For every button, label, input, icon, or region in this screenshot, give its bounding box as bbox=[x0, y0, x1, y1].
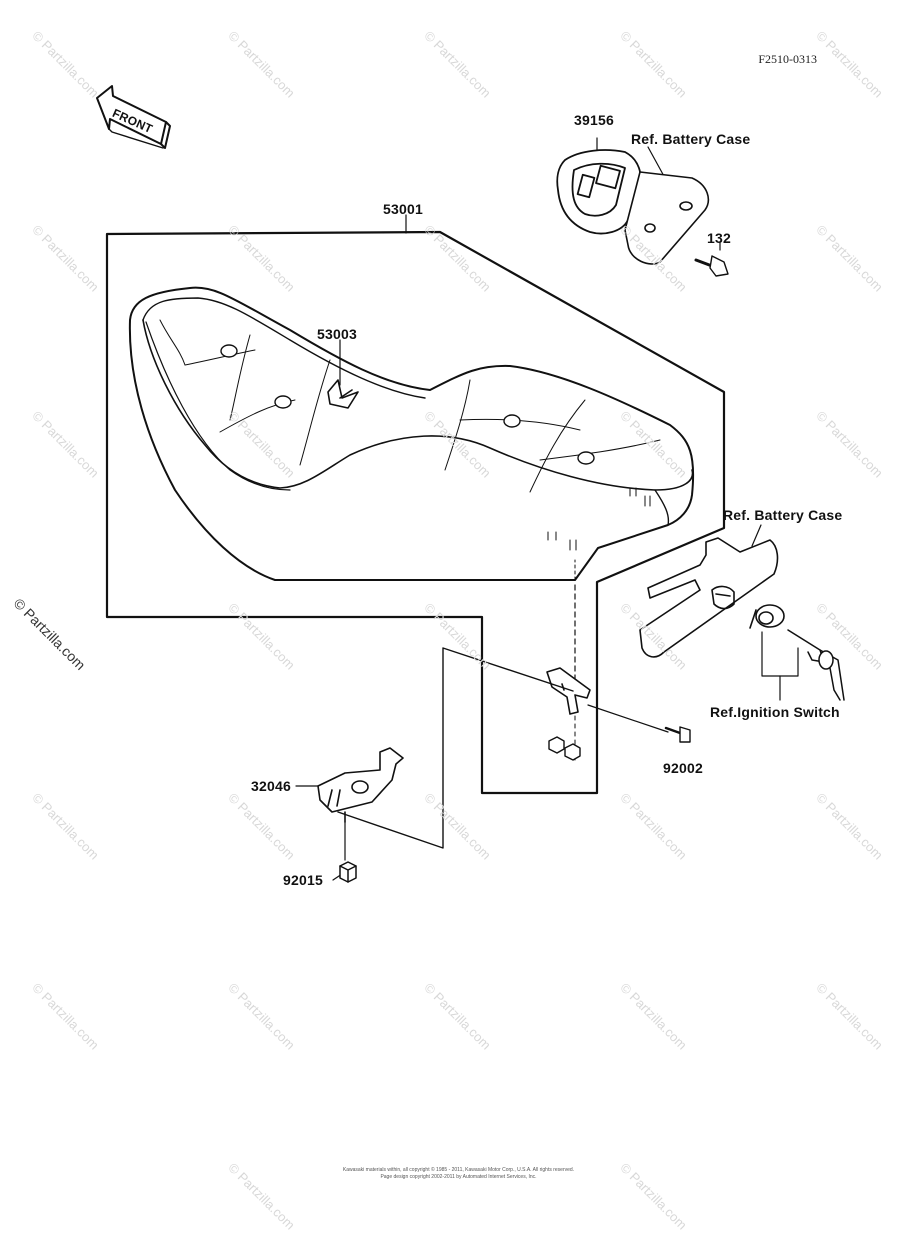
rear-bracket bbox=[546, 667, 591, 715]
part-label-53001: 53001 bbox=[383, 201, 423, 217]
seat-body bbox=[128, 286, 695, 581]
figure-code: F2510-0313 bbox=[758, 52, 817, 66]
copyright-line: Page design copyright 2002-2011 by Autom… bbox=[380, 1174, 537, 1180]
ref-battery-case-right-label: Ref. Battery Case bbox=[723, 507, 843, 523]
part-label-92015: 92015 bbox=[283, 872, 323, 888]
part-label-132: 132 bbox=[707, 230, 731, 246]
copyright-line: Kawasaki materials within, all copyright… bbox=[342, 1167, 575, 1173]
seat-buttons bbox=[220, 344, 595, 465]
diagram-drawing bbox=[96, 85, 845, 883]
bolt-132-icon bbox=[694, 255, 729, 277]
parts-diagram: © Partzilla.com © Partzilla.com © Partzi… bbox=[0, 28, 917, 1233]
part-label-32046: 32046 bbox=[251, 778, 291, 794]
bolt-92002-icon bbox=[664, 726, 691, 743]
battery-case-cover-right bbox=[639, 537, 779, 658]
ref-ignition-switch-label: Ref.Ignition Switch bbox=[710, 704, 840, 720]
rear-nuts bbox=[548, 736, 581, 761]
seat-emblem-icon bbox=[327, 379, 359, 409]
battery-cap-39156 bbox=[556, 149, 642, 235]
part-label-39156: 39156 bbox=[574, 112, 614, 128]
copyright-notice: Kawasaki materials within, all copyright… bbox=[0, 1167, 917, 1181]
ignition-switch-icon bbox=[749, 604, 785, 629]
ref-battery-case-top-label: Ref. Battery Case bbox=[631, 131, 751, 147]
part-label-92002: 92002 bbox=[663, 760, 703, 776]
battery-case-plate bbox=[624, 171, 709, 265]
seat-assembly-outline bbox=[105, 230, 726, 795]
front-arrow-icon bbox=[96, 85, 171, 149]
bracket-32046 bbox=[317, 747, 404, 823]
part-label-53003: 53003 bbox=[317, 326, 357, 342]
nut-92015-icon bbox=[339, 861, 357, 883]
keys-icon bbox=[787, 629, 845, 701]
